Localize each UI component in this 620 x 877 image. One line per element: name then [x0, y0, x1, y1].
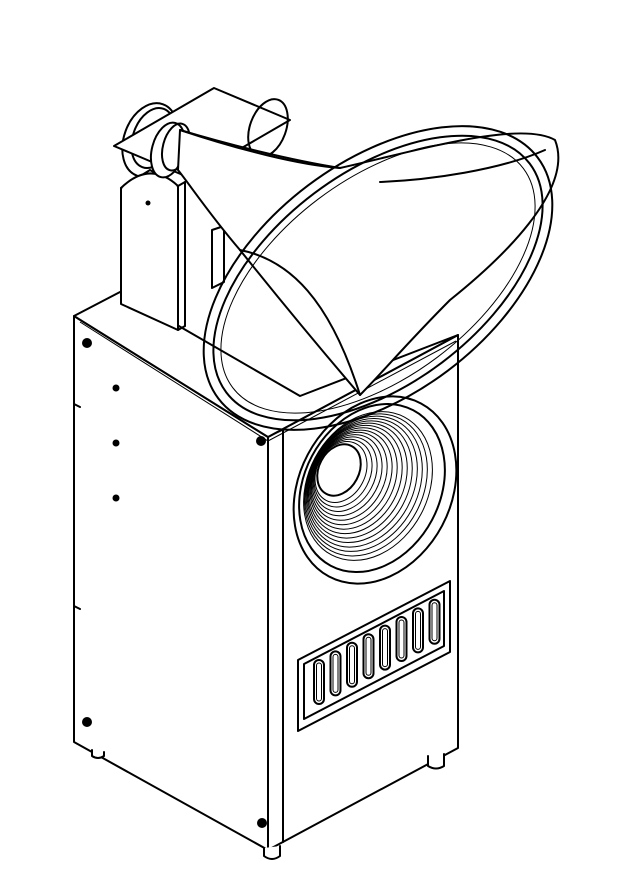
screw-top-left — [82, 338, 92, 348]
port-slot — [428, 598, 441, 645]
bracket-side-plate — [211, 225, 225, 289]
horn-mouth-inner — [212, 134, 544, 422]
woofer-cone-ring — [308, 424, 403, 535]
horn-top-seam — [179, 129, 341, 169]
horn — [177, 125, 560, 431]
port-slot — [395, 616, 408, 662]
port-frame-inner — [303, 590, 445, 720]
horn-mouth-outer — [202, 125, 554, 431]
screw-bottom-left — [82, 717, 92, 727]
horn-mouth-lip — [220, 142, 536, 414]
horn-inner-top — [379, 149, 546, 183]
side-seam-lower — [73, 605, 81, 610]
port-slot — [313, 659, 325, 705]
port-slot-inner — [382, 628, 388, 668]
woofer-driver — [292, 395, 458, 585]
screw-top-right — [256, 436, 266, 446]
foot-front-left — [263, 845, 281, 860]
screw-side-2 — [112, 439, 120, 447]
top-edge-line — [79, 321, 457, 442]
screw-bottom-right — [257, 818, 267, 828]
woofer-cone-ring — [304, 415, 423, 552]
port-slot — [346, 641, 358, 688]
woofer-frame — [298, 402, 446, 574]
port-slot — [379, 624, 391, 671]
port-slot — [362, 633, 375, 680]
port-slots — [313, 598, 441, 705]
woofer-dust-cap — [316, 443, 362, 497]
bracket-edge — [177, 181, 186, 187]
bracket-upright — [120, 169, 179, 331]
port-slot-inner — [415, 610, 421, 650]
woofer-cone-ring — [311, 434, 383, 517]
side-seam-upper — [73, 403, 81, 408]
port-slot-inner — [332, 653, 339, 693]
port-slot-inner — [316, 662, 322, 702]
port-slot-inner — [431, 602, 438, 642]
port-slot-inner — [349, 645, 355, 685]
bracket-edge-bottom — [177, 325, 186, 331]
foot-front-right — [427, 753, 445, 770]
woofer-cone-ring — [314, 441, 368, 503]
port-slot — [329, 650, 342, 697]
horn-mount — [113, 87, 291, 331]
port-slot — [412, 607, 424, 654]
bracket-pivot — [145, 200, 151, 206]
foot-back-left — [91, 749, 105, 759]
screw-side-3 — [112, 494, 120, 502]
horn-side-seam — [239, 249, 361, 396]
bass-port — [297, 580, 451, 732]
bevel-top-edge — [267, 429, 284, 438]
woofer-cone-rings — [303, 411, 433, 561]
screw-side-1 — [112, 384, 120, 392]
cabinet — [73, 291, 459, 860]
port-slot-inner — [365, 636, 372, 676]
port-slot-inner — [398, 619, 405, 659]
